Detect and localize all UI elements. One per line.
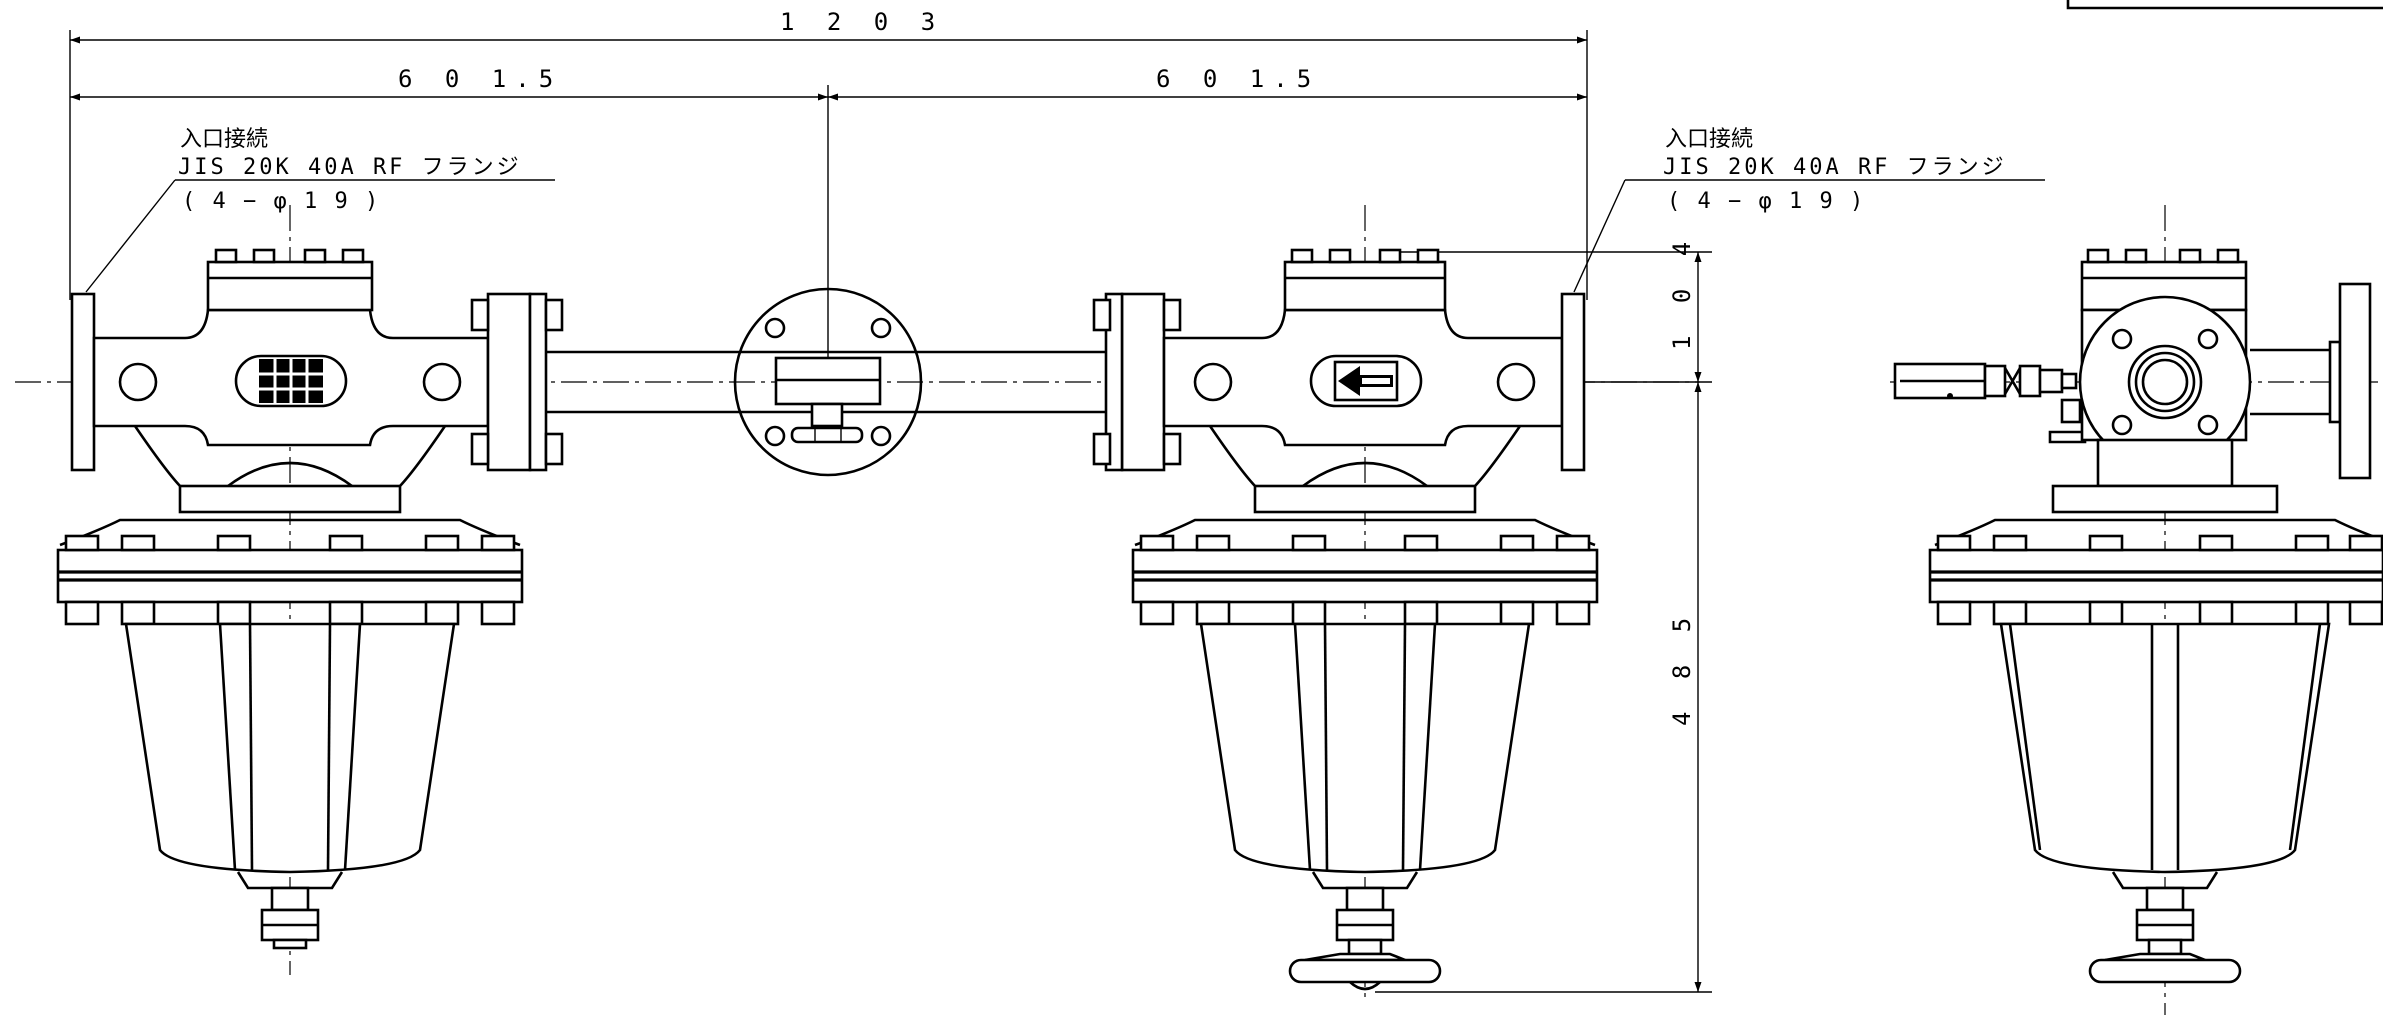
dim-left-half: 6 0 1.5 <box>398 65 562 93</box>
inlet-flange-left <box>70 292 96 472</box>
callout-right-title: 入口接続 <box>1665 127 1753 152</box>
dim-bottom-height: 4 8 5 <box>1668 609 1696 726</box>
flow-arrow-icon <box>1333 360 1399 402</box>
side-view-valve <box>1893 248 2383 984</box>
dim-top-height: 1 0 4 <box>1668 233 1696 350</box>
callout-left: 入口接続 JIS 20K 40A RF フランジ ( 4 − φ 1 9 ) <box>85 127 555 293</box>
callout-right: 入口接続 JIS 20K 40A RF フランジ ( 4 − φ 1 9 ) <box>1573 127 2045 293</box>
callout-left-spec: JIS 20K 40A RF フランジ <box>178 155 522 180</box>
dim-overall-width: 1 2 0 3 <box>780 8 944 36</box>
callout-right-holes: ( 4 − φ 1 9 ) <box>1667 189 1865 214</box>
mid-flange-view <box>733 287 923 477</box>
strainer-grid-icon <box>259 359 323 403</box>
dimension-lines <box>69 30 1712 993</box>
center-valve <box>1092 248 1599 991</box>
left-valve <box>56 248 564 950</box>
callout-right-spec: JIS 20K 40A RF フランジ <box>1663 155 2007 180</box>
title-block-corner <box>2066 0 2383 10</box>
dim-right-half: 6 0 1.5 <box>1156 65 1320 93</box>
callout-left-holes: ( 4 − φ 1 9 ) <box>182 189 380 214</box>
callout-left-title: 入口接続 <box>180 127 268 152</box>
